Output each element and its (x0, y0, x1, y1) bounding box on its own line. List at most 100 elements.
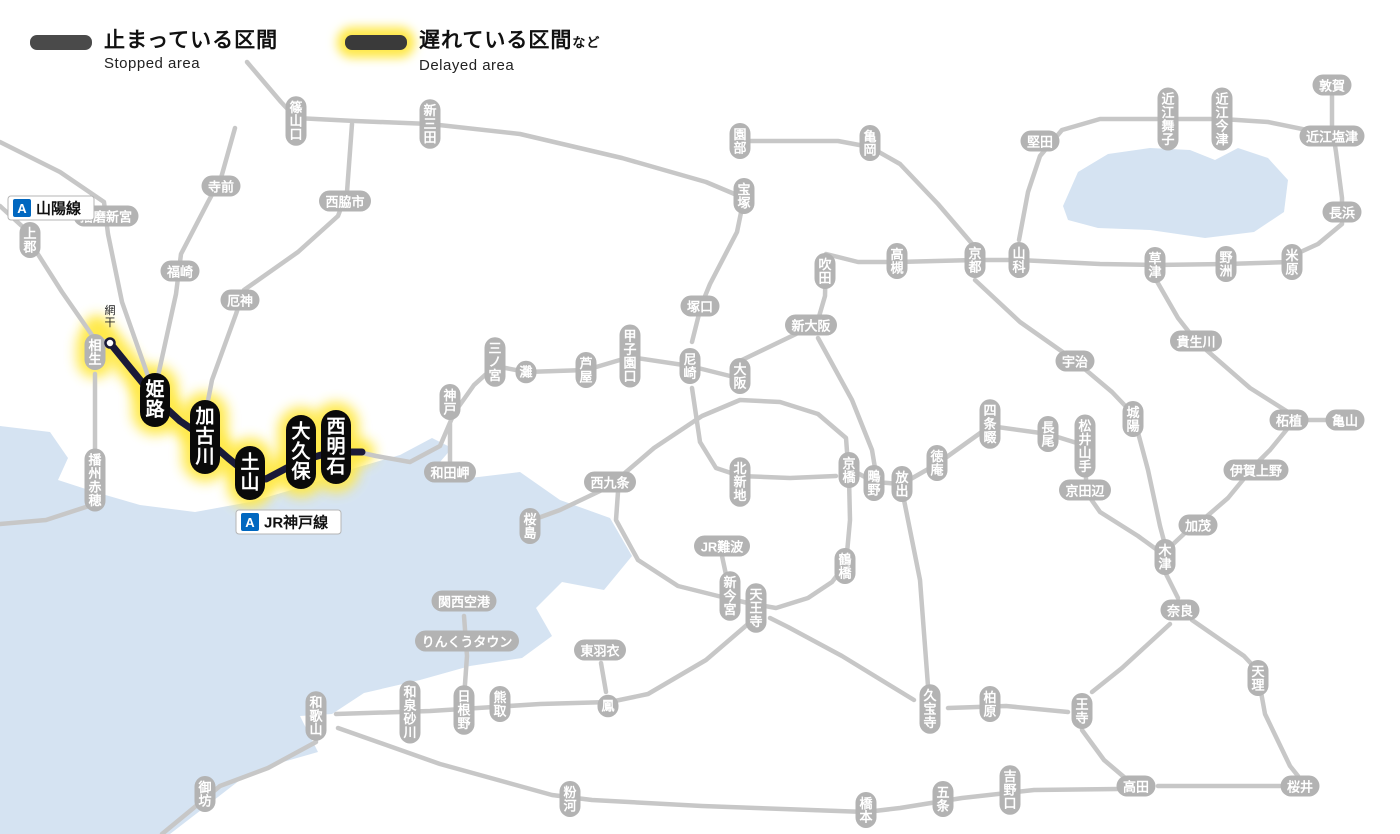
rail-line-nara-oji (1089, 621, 1173, 695)
station-name: 近 (1161, 91, 1174, 106)
rail-line-hokuriku (1293, 93, 1345, 257)
station-name: 桜 (523, 512, 536, 527)
station-pill-alert (140, 373, 170, 427)
station-pill (1322, 201, 1362, 223)
station-name: 泉 (403, 698, 417, 713)
line-badge (13, 199, 31, 217)
station-name: 京 (842, 456, 855, 471)
station-pill (814, 253, 836, 289)
station-木津: 木津 (1154, 539, 1176, 575)
station-上郡: 上郡 (19, 222, 41, 258)
station-name: 山 (240, 472, 259, 494)
station-pill (964, 242, 986, 278)
station-name: 川 (194, 447, 214, 468)
station-関西空港: 関西空港 (431, 590, 497, 612)
station-name: 厄神 (227, 294, 253, 309)
station-name: 西 (326, 417, 345, 438)
station-name: りんくうタウン (422, 635, 513, 650)
station-name: 東羽衣 (580, 644, 619, 659)
station-徳庵: 徳庵 (926, 445, 948, 481)
station-name: 地 (733, 488, 746, 503)
station-pill (1144, 247, 1166, 283)
station-粉河: 粉河 (559, 781, 581, 817)
station-name: 古 (195, 425, 214, 448)
station-name: 木 (1157, 543, 1172, 558)
station-芦屋: 芦屋 (575, 352, 597, 388)
station-pill-alert (235, 446, 265, 500)
station-name: 本 (859, 809, 872, 824)
station-pill (519, 508, 541, 544)
station-土山: 土山 (235, 446, 265, 500)
station-pill (84, 334, 106, 370)
station-和歌山: 和歌山 (305, 691, 327, 741)
station-城陽: 城陽 (1122, 401, 1144, 437)
station-王寺: 王寺 (1071, 693, 1093, 729)
station-name: 神 (443, 388, 456, 403)
station-pill (489, 686, 511, 722)
station-米原: 米原 (1281, 244, 1303, 280)
station-name: 貴生川 (1176, 335, 1215, 350)
station-pill (919, 684, 941, 734)
station-name: 松 (1078, 418, 1091, 433)
station-野洲: 野洲 (1215, 246, 1237, 282)
rail-line-kyuhoji-tennoji (767, 615, 917, 703)
line-label-box (235, 509, 342, 535)
station-東羽衣: 東羽衣 (574, 639, 626, 661)
station-鶴橋: 鶴橋 (834, 548, 856, 584)
station-姫路: 姫路 (140, 373, 170, 427)
station-京田辺: 京田辺 (1059, 479, 1111, 501)
station-pill (431, 590, 497, 612)
station-name: 河 (563, 798, 576, 813)
station-name: 尼 (683, 352, 696, 367)
station-近江塩津: 近江塩津 (1299, 125, 1365, 147)
station-name: 今 (722, 589, 737, 604)
station-pill (484, 337, 506, 387)
station-pill (719, 571, 741, 621)
station-四条畷: 四条畷 (979, 399, 1001, 449)
station-鳳: 鳳 (597, 694, 619, 718)
station-JR難波: JR難波 (694, 535, 750, 557)
station-神戸: 神戸 (439, 384, 461, 420)
station-name: 槻 (890, 260, 903, 275)
station-京橋: 京橋 (838, 452, 860, 488)
station-pill (84, 448, 106, 512)
line-label-text: JR神戸線 (264, 514, 328, 532)
water-layer (0, 148, 1288, 834)
station-name: 大 (733, 362, 746, 377)
rail-line-oji-kyuhoji (945, 703, 1071, 715)
station-加古川: 加古川 (190, 400, 220, 474)
station-name: 鴫 (867, 469, 880, 484)
station-name: 口 (623, 369, 636, 384)
station-name: 阪 (733, 375, 747, 390)
station-name: 部 (733, 140, 746, 155)
station-name: 取 (493, 703, 507, 718)
station-name: 灘 (519, 365, 532, 380)
station-篠山口: 篠山口 (285, 96, 307, 146)
station-pill (679, 348, 701, 384)
station-name: 五 (936, 785, 949, 800)
station-pill (1154, 539, 1176, 575)
station-name: 近 (1215, 91, 1228, 106)
station-pill (855, 792, 877, 828)
station-pill (1055, 350, 1095, 372)
station-name: 久 (923, 688, 937, 703)
station-name: 江 (1215, 105, 1228, 120)
station-放出: 放出 (891, 466, 913, 502)
station-福崎: 福崎 (160, 260, 200, 282)
station-pill (1215, 246, 1237, 282)
station-name: 高 (890, 247, 903, 262)
station-厄神: 厄神 (220, 289, 260, 311)
station-name: 寺 (749, 614, 762, 629)
station-name: 島 (523, 525, 536, 540)
station-pill (559, 781, 581, 817)
rail-line-kosei (1016, 116, 1334, 243)
station-天王寺: 天王寺 (745, 583, 767, 633)
